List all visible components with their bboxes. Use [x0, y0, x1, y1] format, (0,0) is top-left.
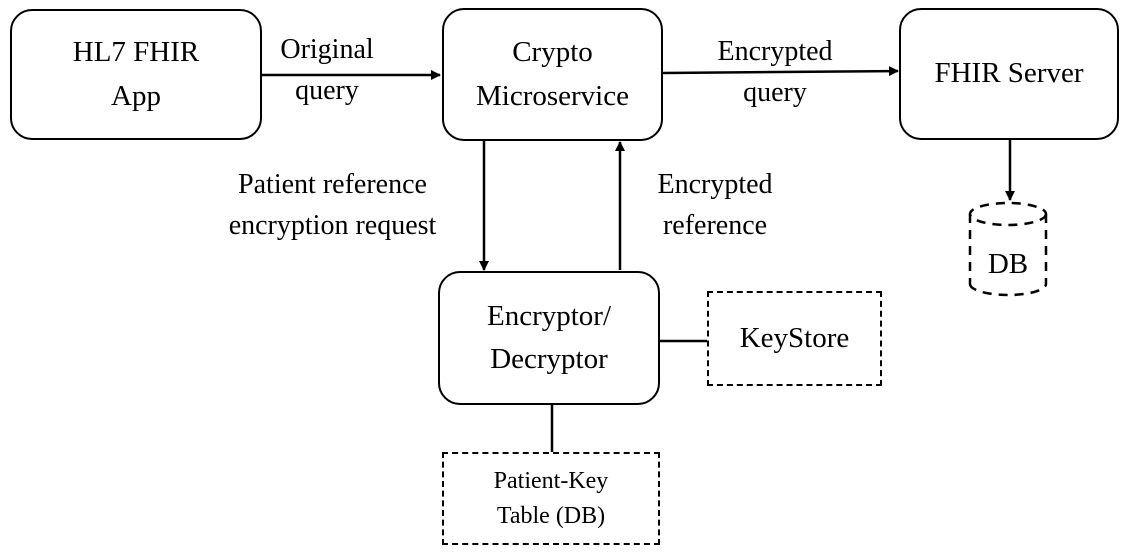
encryption-request-label: Patient reference encryption request	[200, 165, 465, 246]
crypto-line-1: Crypto	[512, 36, 593, 68]
original-query-line-1: Original	[280, 34, 374, 65]
encryptor-line-2: Decryptor	[490, 343, 608, 375]
patient-key-line-1: Patient-Key	[493, 467, 609, 494]
edge-encrypted-query	[662, 66, 899, 77]
encrypted-query-label: Encrypted query	[695, 32, 855, 113]
fhir-server-node: FHIR Server	[899, 8, 1119, 140]
encrypted-reference-line-2: reference	[662, 209, 768, 241]
encryption-request-line-2: encryption request	[228, 209, 437, 241]
hl7-app-line-2: App	[111, 79, 161, 112]
db-cylinder	[968, 201, 1048, 297]
encrypted-reference-line-1: Encrypted	[657, 169, 773, 200]
encrypted-reference-label: Encrypted reference	[640, 165, 790, 246]
hl7-fhir-app-node: HL7 FHIR App	[10, 9, 262, 140]
patient-key-table-node: Patient-Key Table (DB)	[442, 452, 660, 545]
original-query-line-2: query	[295, 74, 359, 106]
crypto-line-2: Microservice	[476, 79, 629, 112]
hl7-app-line-1: HL7 FHIR	[72, 36, 200, 68]
original-query-label: Original query	[262, 30, 392, 111]
encrypted-query-line-1: Encrypted	[717, 36, 833, 67]
keystore-line-1: KeyStore	[739, 322, 850, 354]
keystore-node: KeyStore	[707, 291, 882, 386]
encryption-request-line-1: Patient reference	[238, 169, 427, 200]
encryptor-line-1: Encryptor/	[486, 299, 611, 332]
encrypted-query-line-2: query	[743, 76, 807, 108]
fhir-server-line-1: FHIR Server	[934, 57, 1084, 90]
encryptor-decryptor-node: Encryptor/ Decryptor	[438, 271, 660, 405]
patient-key-line-2: Table (DB)	[496, 502, 606, 529]
crypto-microservice-node: Crypto Microservice	[442, 8, 663, 141]
db-label: DB	[988, 248, 1028, 280]
